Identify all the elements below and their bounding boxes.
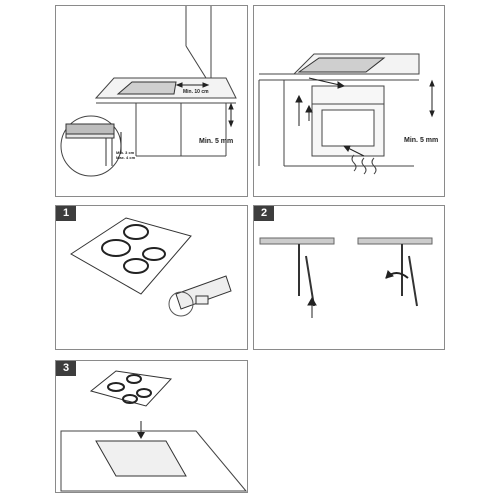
burner-ring [136, 388, 152, 398]
clip-fitting-illustration [259, 237, 433, 318]
panel-step-1: 1 [55, 205, 248, 350]
burner-ring [123, 224, 149, 240]
label-min-depth: Min. 3 cm [116, 150, 135, 155]
step-number-badge: 2 [254, 206, 274, 221]
label-gap-front: Min. 5 mm [199, 138, 233, 145]
label-gap-front-oven: Min. 5 mm [404, 137, 438, 144]
countertop [60, 430, 247, 492]
inset-magnifier [60, 115, 122, 177]
panel-step-3: 3 [55, 360, 248, 493]
label-gap-top: Min. 10 cm [183, 89, 209, 95]
burner-ring [126, 374, 142, 384]
countertop-cutout [95, 440, 187, 477]
burner-ring [101, 239, 131, 257]
burner-ring [107, 382, 125, 392]
mounting-clip [175, 275, 232, 310]
step-number-badge: 3 [56, 361, 76, 376]
burner-ring [122, 394, 138, 404]
hob-surface [297, 57, 386, 73]
burner-ring [142, 247, 166, 261]
panel-hob-clearances: Min. 10 cm Min. 5 mm Min. 3 cm Max. 4 cm [55, 5, 248, 197]
panel-hob-over-oven: Min. 5 mm [253, 5, 445, 197]
step-number-badge: 1 [56, 206, 76, 221]
hob-insertion-illustration [60, 370, 247, 492]
hob-outline [89, 370, 173, 407]
burner-ring [123, 258, 149, 274]
oven-ventilation-illustration: Min. 5 mm [258, 53, 438, 175]
hob-clearance-illustration: Min. 10 cm Min. 5 mm Min. 3 cm Max. 4 cm [60, 6, 237, 177]
hob-surface [116, 81, 177, 95]
hob-outline [70, 217, 192, 295]
hob-seal-illustration [70, 217, 232, 317]
panel-step-2: 2 [253, 205, 445, 350]
label-max-depth: Max. 4 cm [116, 155, 136, 160]
